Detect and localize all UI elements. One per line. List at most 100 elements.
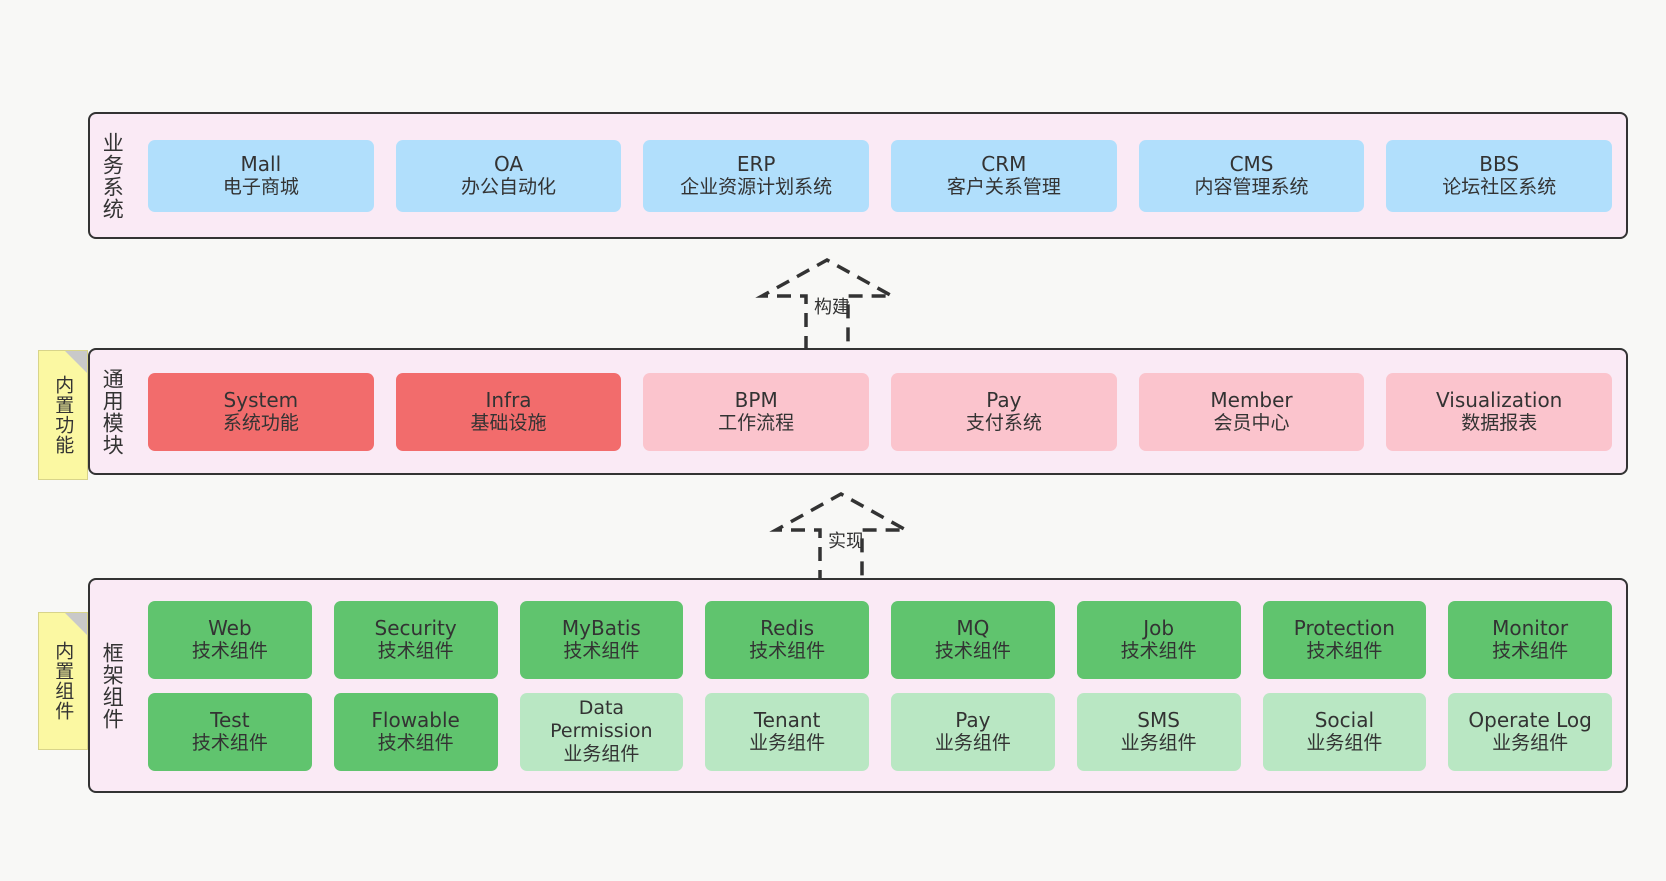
modules-node-row: System 系统功能 Infra 基础设施 BPM 工作流程 Pay 支付系统… [148,372,1613,451]
node-operate-log-title: Operate Log [1468,707,1592,732]
node-monitor-title: Monitor [1492,615,1569,640]
node-monitor[interactable]: Monitor 技术组件 [1448,600,1612,679]
node-mall-subtitle: 电子商城 [222,176,299,199]
node-cms-title: CMS [1229,151,1274,176]
node-pay-component-title: Pay [955,707,991,732]
node-social-title: Social [1314,707,1375,732]
node-operate-log[interactable]: Operate Log 业务组件 [1448,692,1612,771]
layer-business-systems: 业务系统 Mall 电子商城 OA 办公自动化 ERP 企业资源计划系统 CRM… [88,112,1628,239]
node-bpm-title: BPM [734,387,778,412]
node-job-subtitle: 技术组件 [1120,640,1197,663]
node-web-subtitle: 技术组件 [191,640,268,663]
node-test-title: Test [210,707,250,732]
node-bpm[interactable]: BPM 工作流程 [643,372,870,451]
node-mybatis-title: MyBatis [561,615,641,640]
build-arrow-label: 构建 [814,297,850,318]
node-visualization[interactable]: Visualization 数据报表 [1386,372,1613,451]
node-mq[interactable]: MQ 技术组件 [891,600,1055,679]
node-mall-title: Mall [240,151,282,176]
node-redis-subtitle: 技术组件 [749,640,826,663]
node-job[interactable]: Job 技术组件 [1076,600,1241,679]
node-data-permission[interactable]: Data Permission 业务组件 [519,692,684,771]
node-social[interactable]: Social 业务组件 [1262,692,1427,771]
node-flowable[interactable]: Flowable 技术组件 [333,692,498,771]
node-tenant-subtitle: 业务组件 [749,732,826,755]
implement-arrow-label: 实现 [828,531,864,552]
node-operate-log-subtitle: 业务组件 [1492,732,1569,755]
node-oa-title: OA [493,151,524,176]
build-arrow-icon [755,257,899,350]
node-test-subtitle: 技术组件 [191,732,268,755]
sticky-note-builtin-components-text: 内置组件 [52,641,75,721]
node-bbs-subtitle: 论坛社区系统 [1442,176,1557,199]
node-mall[interactable]: Mall 电子商城 [148,139,374,212]
layer-title-business: 业务系统 [100,131,125,220]
node-bbs[interactable]: BBS 论坛社区系统 [1386,139,1613,212]
layer-title-framework: 框架组件 [100,641,125,730]
node-redis[interactable]: Redis 技术组件 [705,600,869,679]
node-cms-subtitle: 内容管理系统 [1194,176,1309,199]
node-erp[interactable]: ERP 企业资源计划系统 [643,139,870,212]
node-infra-subtitle: 基础设施 [470,412,547,435]
layer-body-framework: Web 技术组件 Security 技术组件 MyBatis 技术组件 Redi… [134,580,1626,791]
sticky-note-builtin-functions-text: 内置功能 [52,375,75,455]
node-mybatis[interactable]: MyBatis 技术组件 [519,600,684,679]
node-security-subtitle: 技术组件 [377,640,454,663]
node-protection-subtitle: 技术组件 [1306,640,1383,663]
sticky-fold-icon [65,613,87,635]
node-sms-subtitle: 业务组件 [1120,732,1197,755]
node-pay-module-title: Pay [986,387,1022,412]
layer-title-modules: 通用模块 [100,367,125,456]
layer-general-modules: 通用模块 System 系统功能 Infra 基础设施 BPM 工作流程 Pay… [88,348,1628,475]
node-infra-title: Infra [485,387,532,412]
node-system[interactable]: System 系统功能 [148,372,374,451]
node-pay-component[interactable]: Pay 业务组件 [891,692,1055,771]
node-system-title: System [223,387,299,412]
node-test[interactable]: Test 技术组件 [148,692,312,771]
node-erp-subtitle: 企业资源计划系统 [680,176,833,199]
layer-framework-components: 框架组件 Web 技术组件 Security 技术组件 MyBatis 技术组件… [88,578,1628,793]
implement-arrow-icon [769,491,913,584]
node-member[interactable]: Member 会员中心 [1138,372,1365,451]
node-cms[interactable]: CMS 内容管理系统 [1138,139,1365,212]
node-mq-subtitle: 技术组件 [934,640,1011,663]
node-visualization-subtitle: 数据报表 [1461,412,1538,435]
framework-node-row-2: Test 技术组件 Flowable 技术组件 Data Permission … [148,692,1612,771]
node-mq-title: MQ [956,615,990,640]
node-oa-subtitle: 办公自动化 [461,176,557,199]
node-sms[interactable]: SMS 业务组件 [1076,692,1241,771]
node-crm-title: CRM [981,151,1027,176]
node-web[interactable]: Web 技术组件 [148,600,312,679]
node-visualization-title: Visualization [1436,387,1563,412]
node-member-subtitle: 会员中心 [1213,412,1290,435]
node-pay-module[interactable]: Pay 支付系统 [891,372,1117,451]
node-job-title: Job [1143,615,1175,640]
node-social-subtitle: 业务组件 [1306,732,1383,755]
node-protection[interactable]: Protection 技术组件 [1262,600,1427,679]
node-crm[interactable]: CRM 客户关系管理 [891,139,1117,212]
node-monitor-subtitle: 技术组件 [1492,640,1569,663]
node-system-subtitle: 系统功能 [222,412,299,435]
layer-body-business: Mall 电子商城 OA 办公自动化 ERP 企业资源计划系统 CRM 客户关系… [134,114,1626,237]
node-flowable-subtitle: 技术组件 [377,732,454,755]
node-oa[interactable]: OA 办公自动化 [395,139,622,212]
node-pay-component-subtitle: 业务组件 [934,732,1011,755]
business-node-row: Mall 电子商城 OA 办公自动化 ERP 企业资源计划系统 CRM 客户关系… [148,139,1613,212]
node-security[interactable]: Security 技术组件 [333,600,498,679]
node-flowable-title: Flowable [371,707,460,732]
node-erp-title: ERP [736,151,776,176]
layer-body-modules: System 系统功能 Infra 基础设施 BPM 工作流程 Pay 支付系统… [134,350,1626,473]
node-sms-title: SMS [1137,707,1180,732]
node-security-title: Security [374,615,457,640]
node-bbs-title: BBS [1479,151,1520,176]
node-tenant[interactable]: Tenant 业务组件 [705,692,869,771]
node-mybatis-subtitle: 技术组件 [563,640,640,663]
node-member-title: Member [1210,387,1293,412]
node-web-title: Web [208,615,252,640]
node-tenant-title: Tenant [753,707,821,732]
sticky-fold-icon [65,351,87,373]
node-bpm-subtitle: 工作流程 [718,412,795,435]
node-data-permission-subtitle: 业务组件 [563,743,640,766]
node-infra[interactable]: Infra 基础设施 [395,372,622,451]
